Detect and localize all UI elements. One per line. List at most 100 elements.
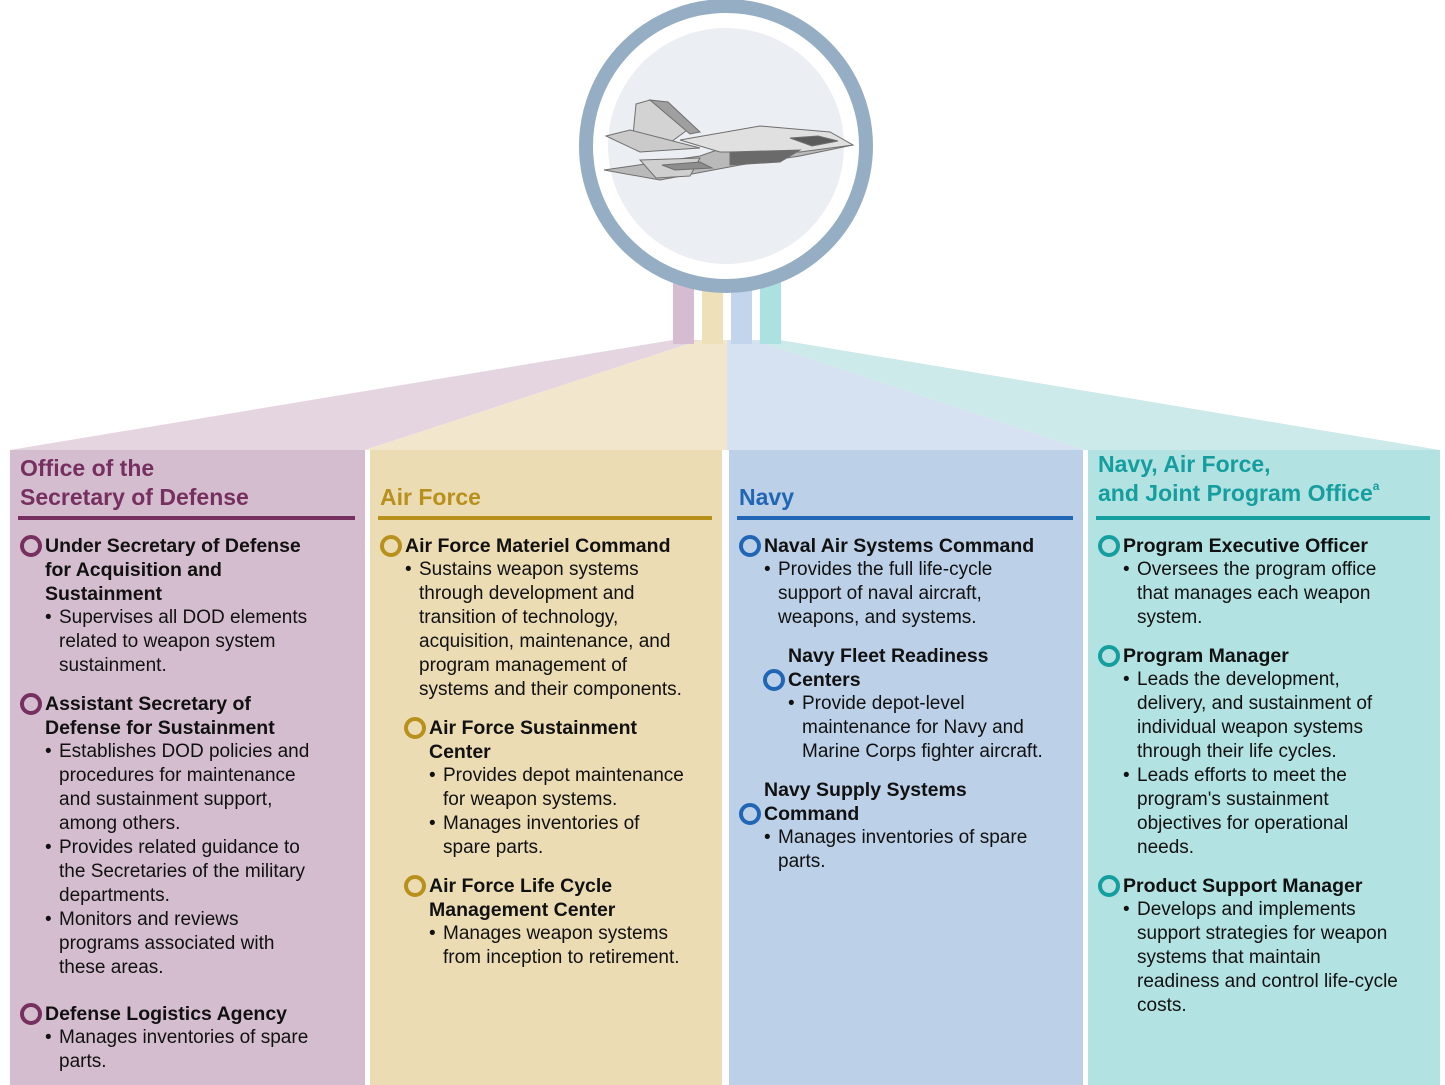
bullet-line: Provides depot maintenance <box>443 765 684 786</box>
bullet-line: procedures for maintenance <box>59 765 296 786</box>
bullet-line: system. <box>1137 607 1203 628</box>
org-entry: Product Support ManagerDevelops and impl… <box>1096 874 1430 1018</box>
bullet-line: Manages inventories of spare <box>59 1027 309 1048</box>
column-title-line: Air Force <box>380 484 481 510</box>
column-title-line: and Joint Program Officea <box>1098 479 1380 506</box>
org-entry-title: Air Force Materiel Command <box>378 534 712 558</box>
bullet-line: objectives for operational <box>1137 813 1349 834</box>
navy-column-bg <box>729 450 1083 1085</box>
bullet-line: sustainment. <box>59 655 167 676</box>
bullet-line: delivery, and sustainment of <box>1137 693 1373 714</box>
bullet-line: Provide depot-level <box>802 693 965 714</box>
org-entry-title: Program Executive Officer <box>1096 534 1430 558</box>
bullet-item: Manages inventories of spare parts. <box>45 1026 355 1074</box>
org-entry: Air Force Materiel CommandSustains weapo… <box>378 534 712 702</box>
org-entry-title-line: Air Force Materiel Command <box>405 535 671 557</box>
org-entry-title-line: Management Center <box>429 899 616 921</box>
circle-bullet-icon <box>763 669 785 691</box>
bullet-line: parts. <box>778 851 826 872</box>
bullet-list: Leads the development,delivery, and sust… <box>1096 668 1430 860</box>
bullet-line: for weapon systems. <box>443 789 618 810</box>
bullet-item: Provides the full life-cycle support of n… <box>764 558 1073 630</box>
org-entry-title-line: Program Executive Officer <box>1123 535 1368 557</box>
bullet-line: parts. <box>59 1051 107 1072</box>
bullet-list: Provides the full life-cycle support of n… <box>737 558 1073 630</box>
bullet-list: Provides depot maintenance for weapon sys… <box>402 764 712 860</box>
org-entry-title-line: Navy Supply Systems <box>764 779 967 801</box>
circle-bullet-icon <box>739 803 761 825</box>
bullet-line: through development and <box>419 583 635 604</box>
fighter-jet-icon <box>603 99 855 181</box>
bullet-line: programs associated with <box>59 933 275 954</box>
circle-bullet-icon <box>1098 875 1120 897</box>
org-entry-title-line: Under Secretary of Defense <box>45 535 301 557</box>
circle-bullet-icon <box>20 1003 42 1025</box>
bullet-line: Leads efforts to meet the <box>1137 765 1347 786</box>
org-entry-title-line: for Acquisition and <box>45 559 222 581</box>
bullet-line: needs. <box>1137 837 1195 858</box>
bullet-line: Establishes DOD policies and <box>59 741 310 762</box>
column-title-line: Navy, Air Force, <box>1098 451 1271 477</box>
column-title-line: Navy <box>739 484 794 510</box>
bullet-line: systems that maintain <box>1137 947 1321 968</box>
jpo-column-title: Navy, Air Force,and Joint Program Office… <box>1096 451 1430 520</box>
jpo-column: Navy, Air Force,and Joint Program Office… <box>1088 450 1440 1085</box>
bullet-line: Manages inventories of spare <box>778 827 1028 848</box>
org-entry: Program Executive OfficerOversees the pr… <box>1096 534 1430 630</box>
bullet-line: departments. <box>59 885 170 906</box>
bullet-line: Marine Corps fighter aircraft. <box>802 741 1043 762</box>
org-entry-title-line: Centers <box>788 669 861 691</box>
bullet-line: acquisition, maintenance, and <box>419 631 671 652</box>
bullet-line: readiness and control life-cycle <box>1137 971 1398 992</box>
bullet-list: Establishes DOD policies and procedures f… <box>18 740 355 980</box>
org-entry: Navy Supply SystemsCommandManages invent… <box>737 778 1073 874</box>
bullet-line: Sustains weapon systems <box>419 559 639 580</box>
circle-bullet-icon <box>739 535 761 557</box>
org-entry-title-line: Defense Logistics Agency <box>45 1003 288 1025</box>
org-entry-title: Program Manager <box>1096 644 1430 668</box>
org-entry: Naval Air Systems CommandProvides the fu… <box>737 534 1073 630</box>
column-title-line: Office of the <box>20 455 155 481</box>
org-entry-title-line: Air Force Sustainment <box>429 717 638 739</box>
bullet-line: from inception to retirement. <box>443 947 680 968</box>
circle-bullet-icon <box>404 717 426 739</box>
bullet-item: Provides depot maintenance for weapon sys… <box>429 764 712 812</box>
org-entry-title-line: Air Force Life Cycle <box>429 875 613 897</box>
org-entry-title-line: Command <box>764 803 860 825</box>
bullet-line: these areas. <box>59 957 164 978</box>
org-entry-title-line: Center <box>429 741 491 763</box>
bullet-line: spare parts. <box>443 837 544 858</box>
circle-bullet-icon <box>1098 535 1120 557</box>
org-entry-title-line: Assistant Secretary of <box>45 693 251 715</box>
bullet-list: Sustains weapon systems through developme… <box>378 558 712 702</box>
bullet-line: Provides the full life-cycle <box>778 559 993 580</box>
bullet-list: Manages inventories of spare parts. <box>18 1026 355 1074</box>
org-entry-title-line: Navy Fleet Readiness <box>788 645 989 667</box>
org-entry-title-line: Program Manager <box>1123 645 1289 667</box>
column-title-line: Secretary of Defense <box>20 484 249 510</box>
bullet-line: support of naval aircraft, <box>778 583 982 604</box>
bullet-line: Develops and implements <box>1137 899 1356 920</box>
bullet-line: transition of technology, <box>419 607 619 628</box>
bullet-item: Manages inventories of spare parts. <box>764 826 1073 874</box>
bullet-line: Manages weapon systems <box>443 923 668 944</box>
bullet-item: Leads the development,delivery, and sust… <box>1123 668 1430 764</box>
circle-bullet-icon <box>20 693 42 715</box>
bullet-line: related to weapon system <box>59 631 276 652</box>
